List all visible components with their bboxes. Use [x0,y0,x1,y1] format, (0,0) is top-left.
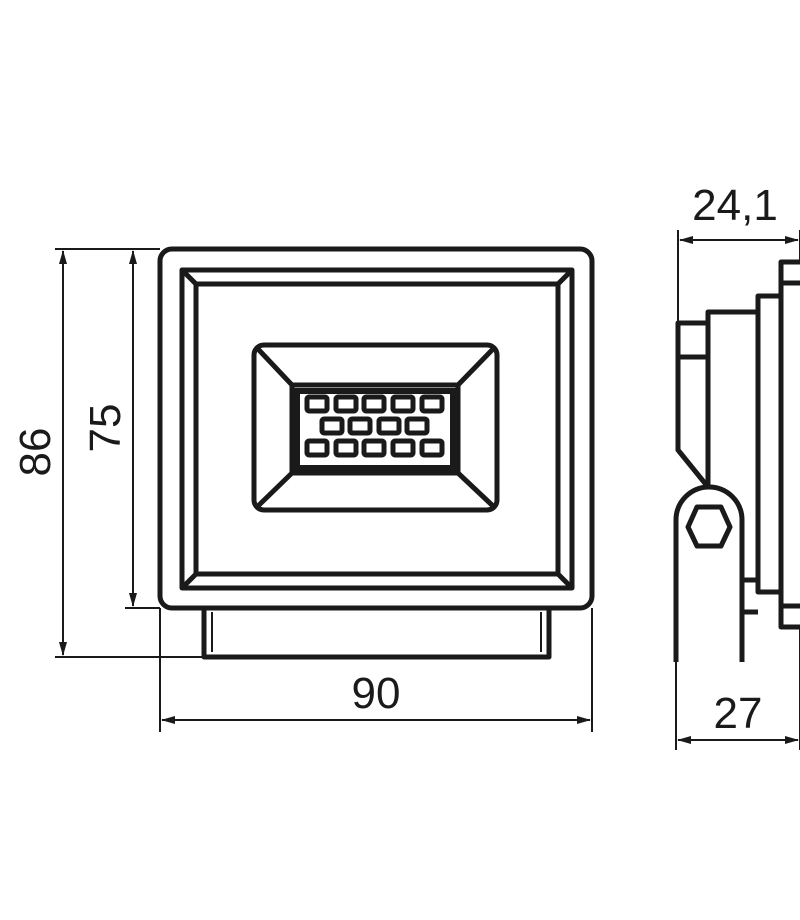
side-body [755,293,784,595]
led-array [304,394,445,458]
led-chip [376,416,402,436]
side-glass-details [781,280,800,609]
led-reflector-outer [251,342,500,513]
label-body-depth: 24,1 [692,181,778,230]
led-chip [361,438,387,458]
front-housing [157,246,595,611]
mounting-base [201,605,552,660]
led-module [251,342,500,513]
front-view [157,246,595,660]
led-reflector-inner [289,382,461,476]
led-chip [319,416,345,436]
frame-corner-bevels [180,268,574,590]
arm-joint [742,577,758,615]
side-view [673,259,800,662]
side-bracket-top [675,320,710,489]
led-chip [333,394,359,414]
label-overall-depth: 27 [714,689,763,738]
led-chip [390,438,416,458]
label-overall-height: 86 [11,428,60,477]
led-chip [404,416,430,436]
led-chip [347,416,373,436]
side-dimensions: 24,1 27 [675,181,800,750]
side-mounting-arm [673,484,745,662]
led-chip [333,438,359,458]
led-chip [419,438,445,458]
led-chip [304,394,330,414]
reflector-bevels [256,347,495,508]
label-body-height: 75 [81,404,130,453]
led-chip [361,394,387,414]
front-frame-outer [179,267,575,591]
front-frame-inner [193,281,561,577]
led-board [294,388,456,471]
hex-bolt-icon [685,504,733,549]
side-front-glass [778,259,800,630]
side-back-cover [705,309,758,487]
led-chip [304,438,330,458]
led-chip [419,394,445,414]
led-chip [390,394,416,414]
front-dimensions: 86 75 90 [11,248,593,732]
label-width: 90 [352,669,401,718]
